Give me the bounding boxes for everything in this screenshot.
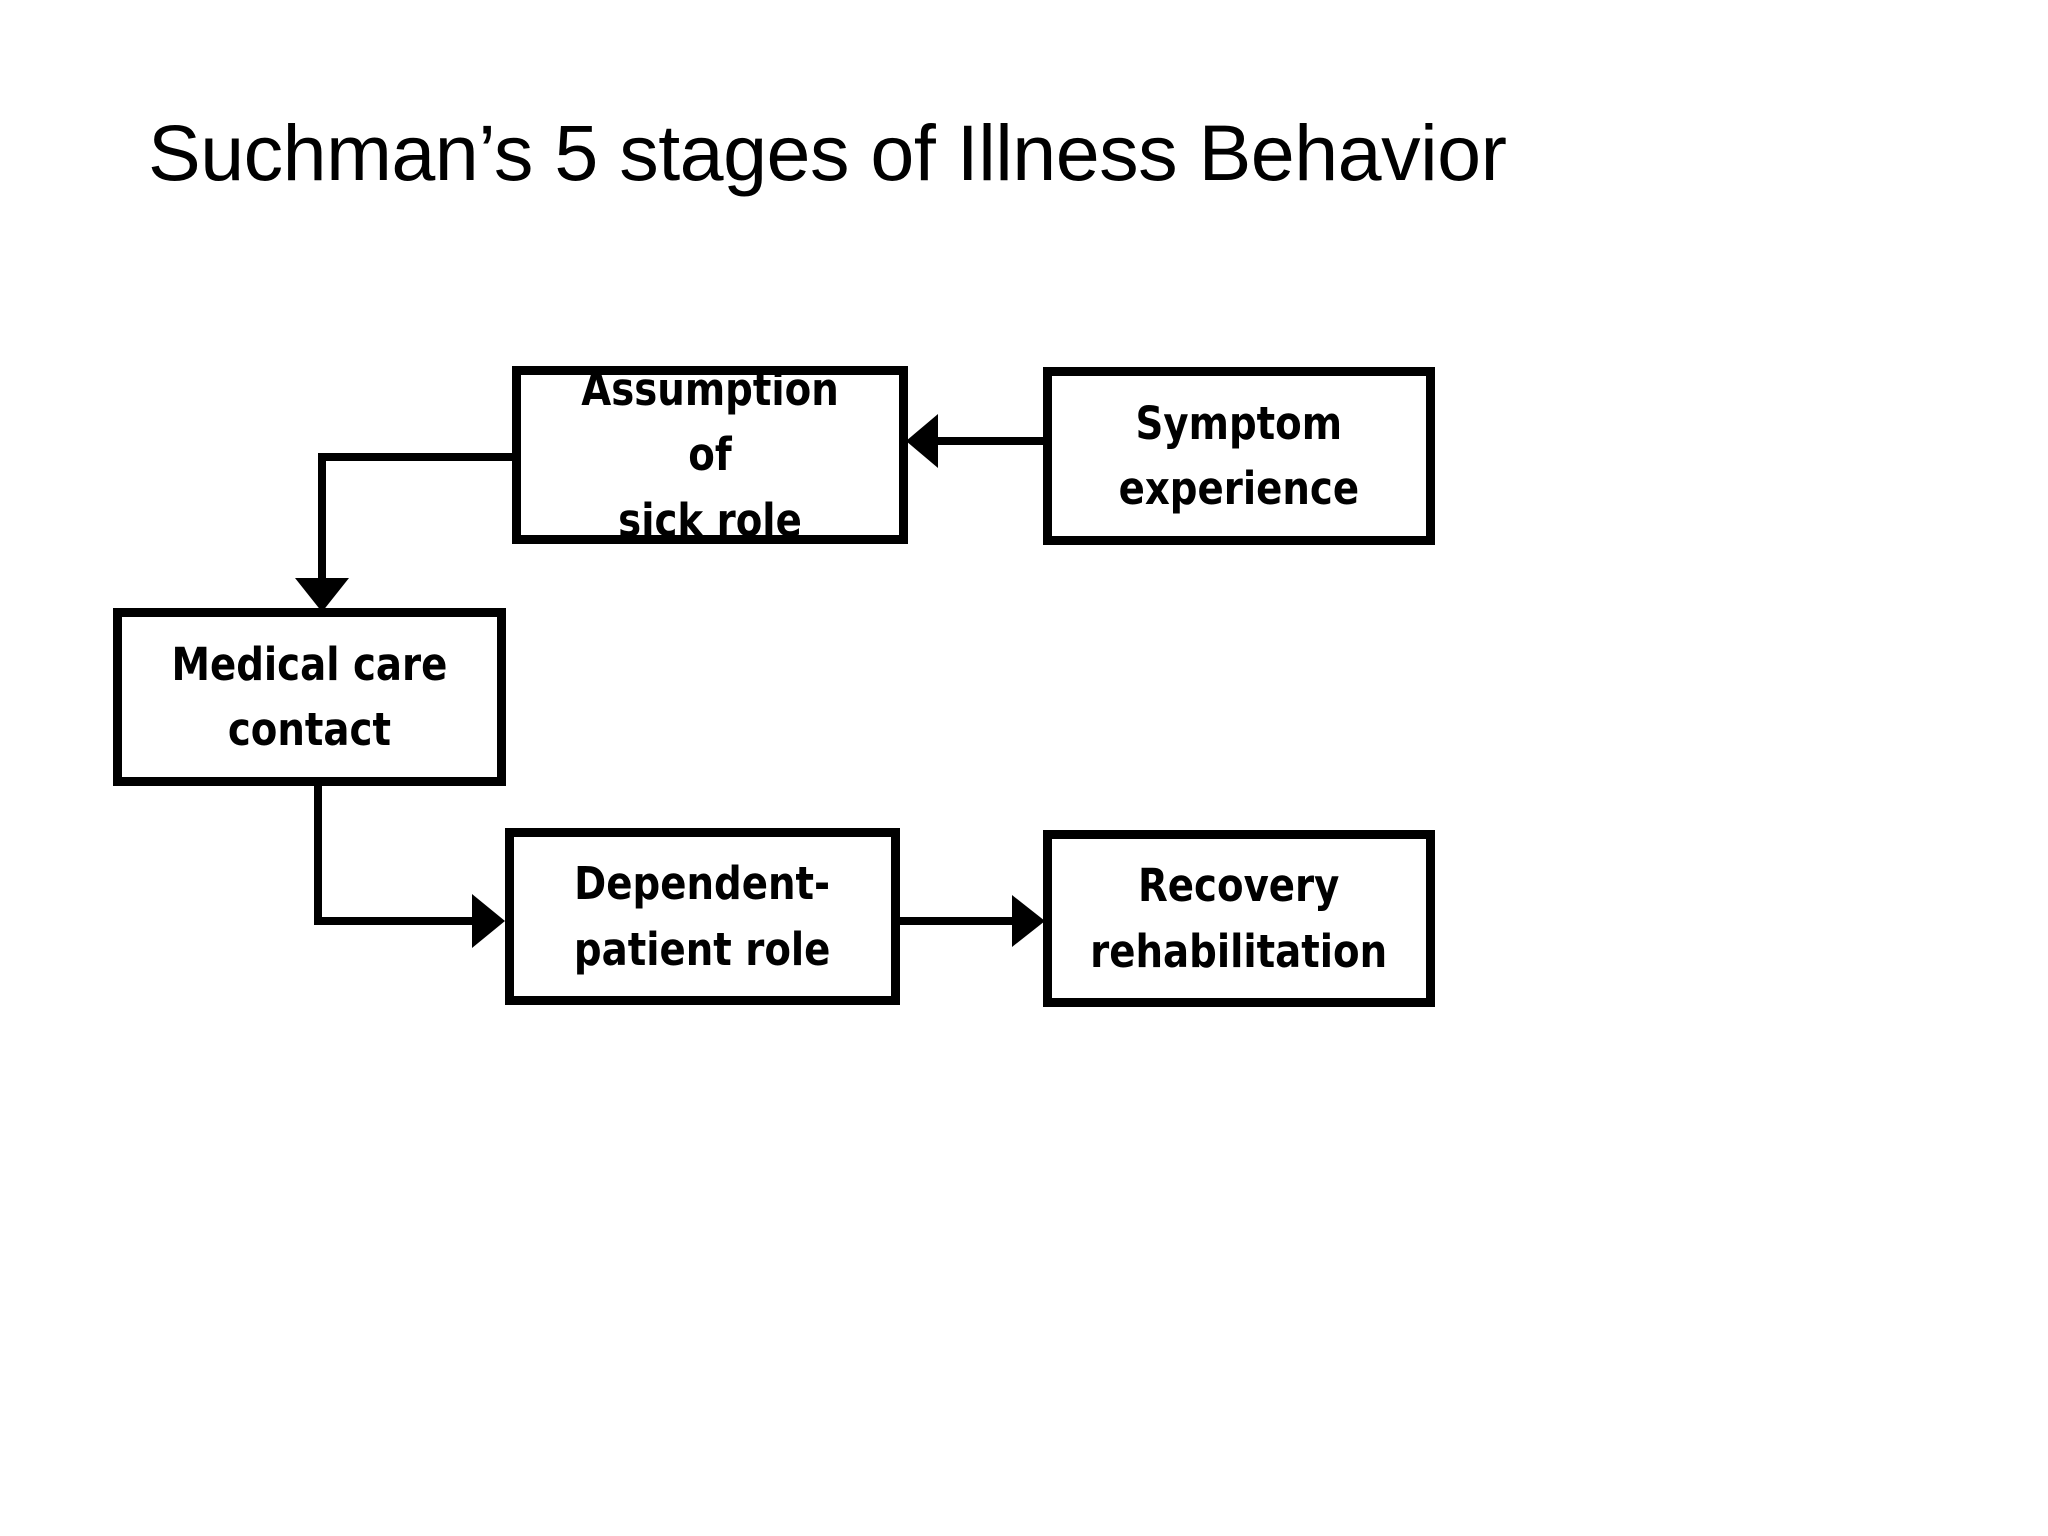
node-dependent-patient-role[interactable]: Dependent- patient role [505, 828, 900, 1005]
edge-symptom-to-assumption [906, 414, 1043, 468]
node-assumption-of-sick-role[interactable]: Assumption of sick role [512, 363, 908, 547]
node-recovery-rehabilitation[interactable]: Recovery rehabilitation [1043, 830, 1435, 1007]
page-title: Suchman’s 5 stages of Illness Behavior [148, 108, 1507, 197]
edge-dependent-to-recovery [900, 895, 1045, 947]
node-medical-care-contact[interactable]: Medical care contact [113, 608, 506, 786]
node-label: Dependent- patient role [574, 857, 831, 976]
node-label: Medical care contact [171, 637, 448, 756]
node-label: Recovery rehabilitation [1090, 859, 1388, 978]
node-label: Assumption of sick role [581, 363, 839, 547]
edge-assumption-to-medical [295, 453, 512, 612]
node-symptom-experience[interactable]: Symptom experience [1043, 367, 1435, 545]
edge-medical-to-dependent [314, 786, 505, 948]
node-label: Symptom experience [1118, 396, 1360, 515]
